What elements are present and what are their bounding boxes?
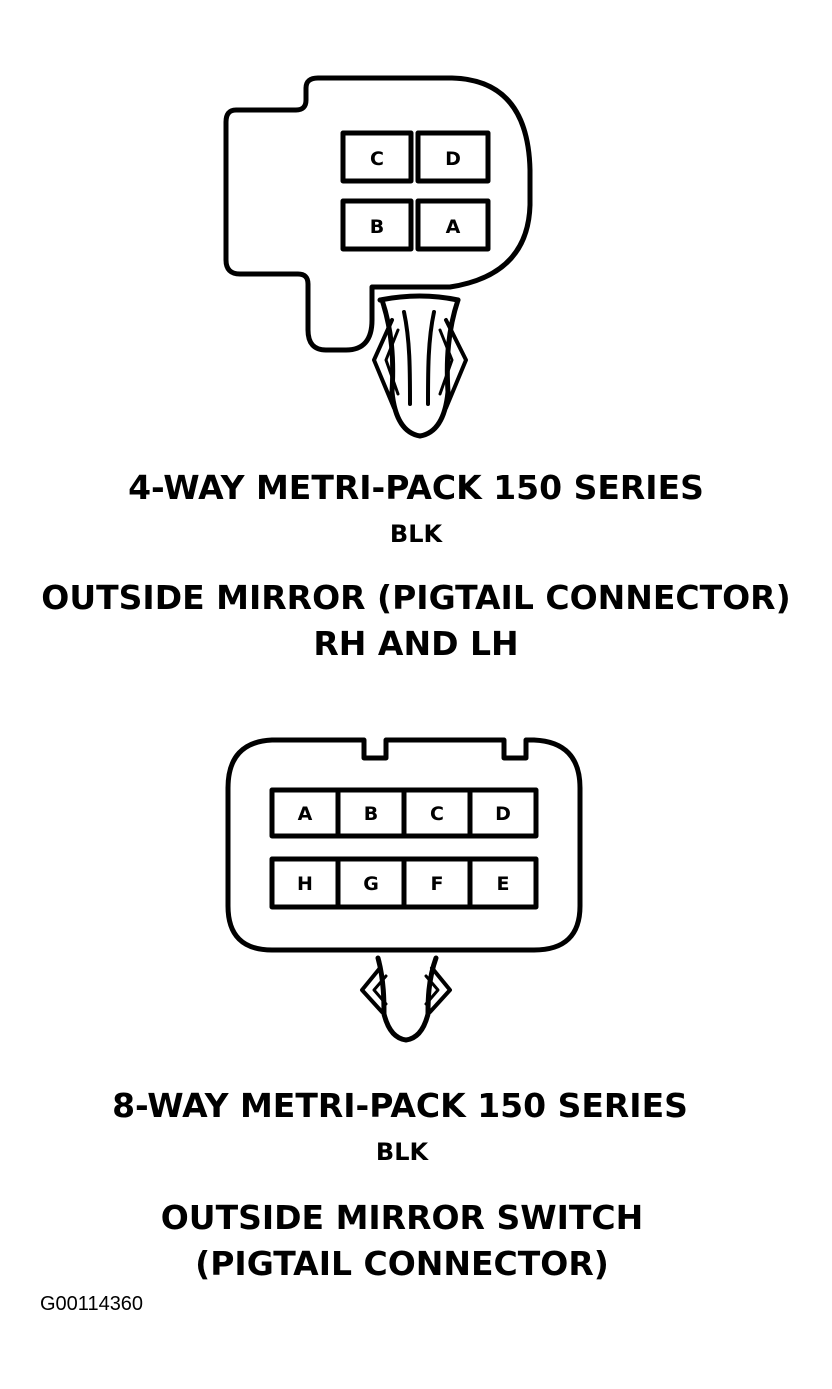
connector-4way-pin-cell-c <box>340 130 414 184</box>
connector-8way-pin-label: A <box>298 803 313 825</box>
connector-4way-pigtail <box>372 293 468 439</box>
connector-4way-pin-label: A <box>446 216 461 238</box>
connector-8way-pin-label: E <box>497 873 510 895</box>
connector-8way-color-label: BLK <box>375 1138 429 1166</box>
connector-8way-title-line2: (PIGTAIL CONNECTOR) <box>195 1244 609 1283</box>
connector-4way-series-label: 4-WAY METRI-PACK 150 SERIES <box>128 468 704 507</box>
connector-4way-pin-label: D <box>445 148 461 170</box>
connector-8way-pin-label: G <box>363 873 379 895</box>
connector-8way-series-label: 8-WAY METRI-PACK 150 SERIES <box>112 1086 688 1125</box>
connector-4way-pin-label: B <box>370 216 384 238</box>
connector-4way-pin-label: C <box>370 148 384 170</box>
connector-8way-pin-label: B <box>364 803 378 825</box>
connector-4way-pin-cell-b <box>340 198 414 252</box>
connector-8way-housing <box>225 737 583 953</box>
connector-8way-pin-label: H <box>297 873 313 895</box>
connector-4way-pin-cell-d <box>415 130 491 184</box>
connector-8way-pin-label: D <box>495 803 511 825</box>
connector-4way-drawing <box>223 75 533 439</box>
connector-8way-pin-label: C <box>430 803 444 825</box>
connector-4way-color-label: BLK <box>389 520 443 548</box>
connector-8way-pin-label: F <box>431 873 444 895</box>
connector-4way-title-line1: OUTSIDE MIRROR (PIGTAIL CONNECTOR) <box>41 578 791 617</box>
connector-8way-drawing <box>225 737 583 1043</box>
connector-4way-pin-cell-a <box>415 198 491 252</box>
connector-8way-title-line1: OUTSIDE MIRROR SWITCH <box>160 1198 644 1237</box>
connector-4way-title-line2: RH AND LH <box>313 624 519 663</box>
connector-4way-housing <box>223 75 533 353</box>
figure-id: G00114360 <box>40 1293 144 1315</box>
connector-8way-pigtail <box>360 955 452 1043</box>
